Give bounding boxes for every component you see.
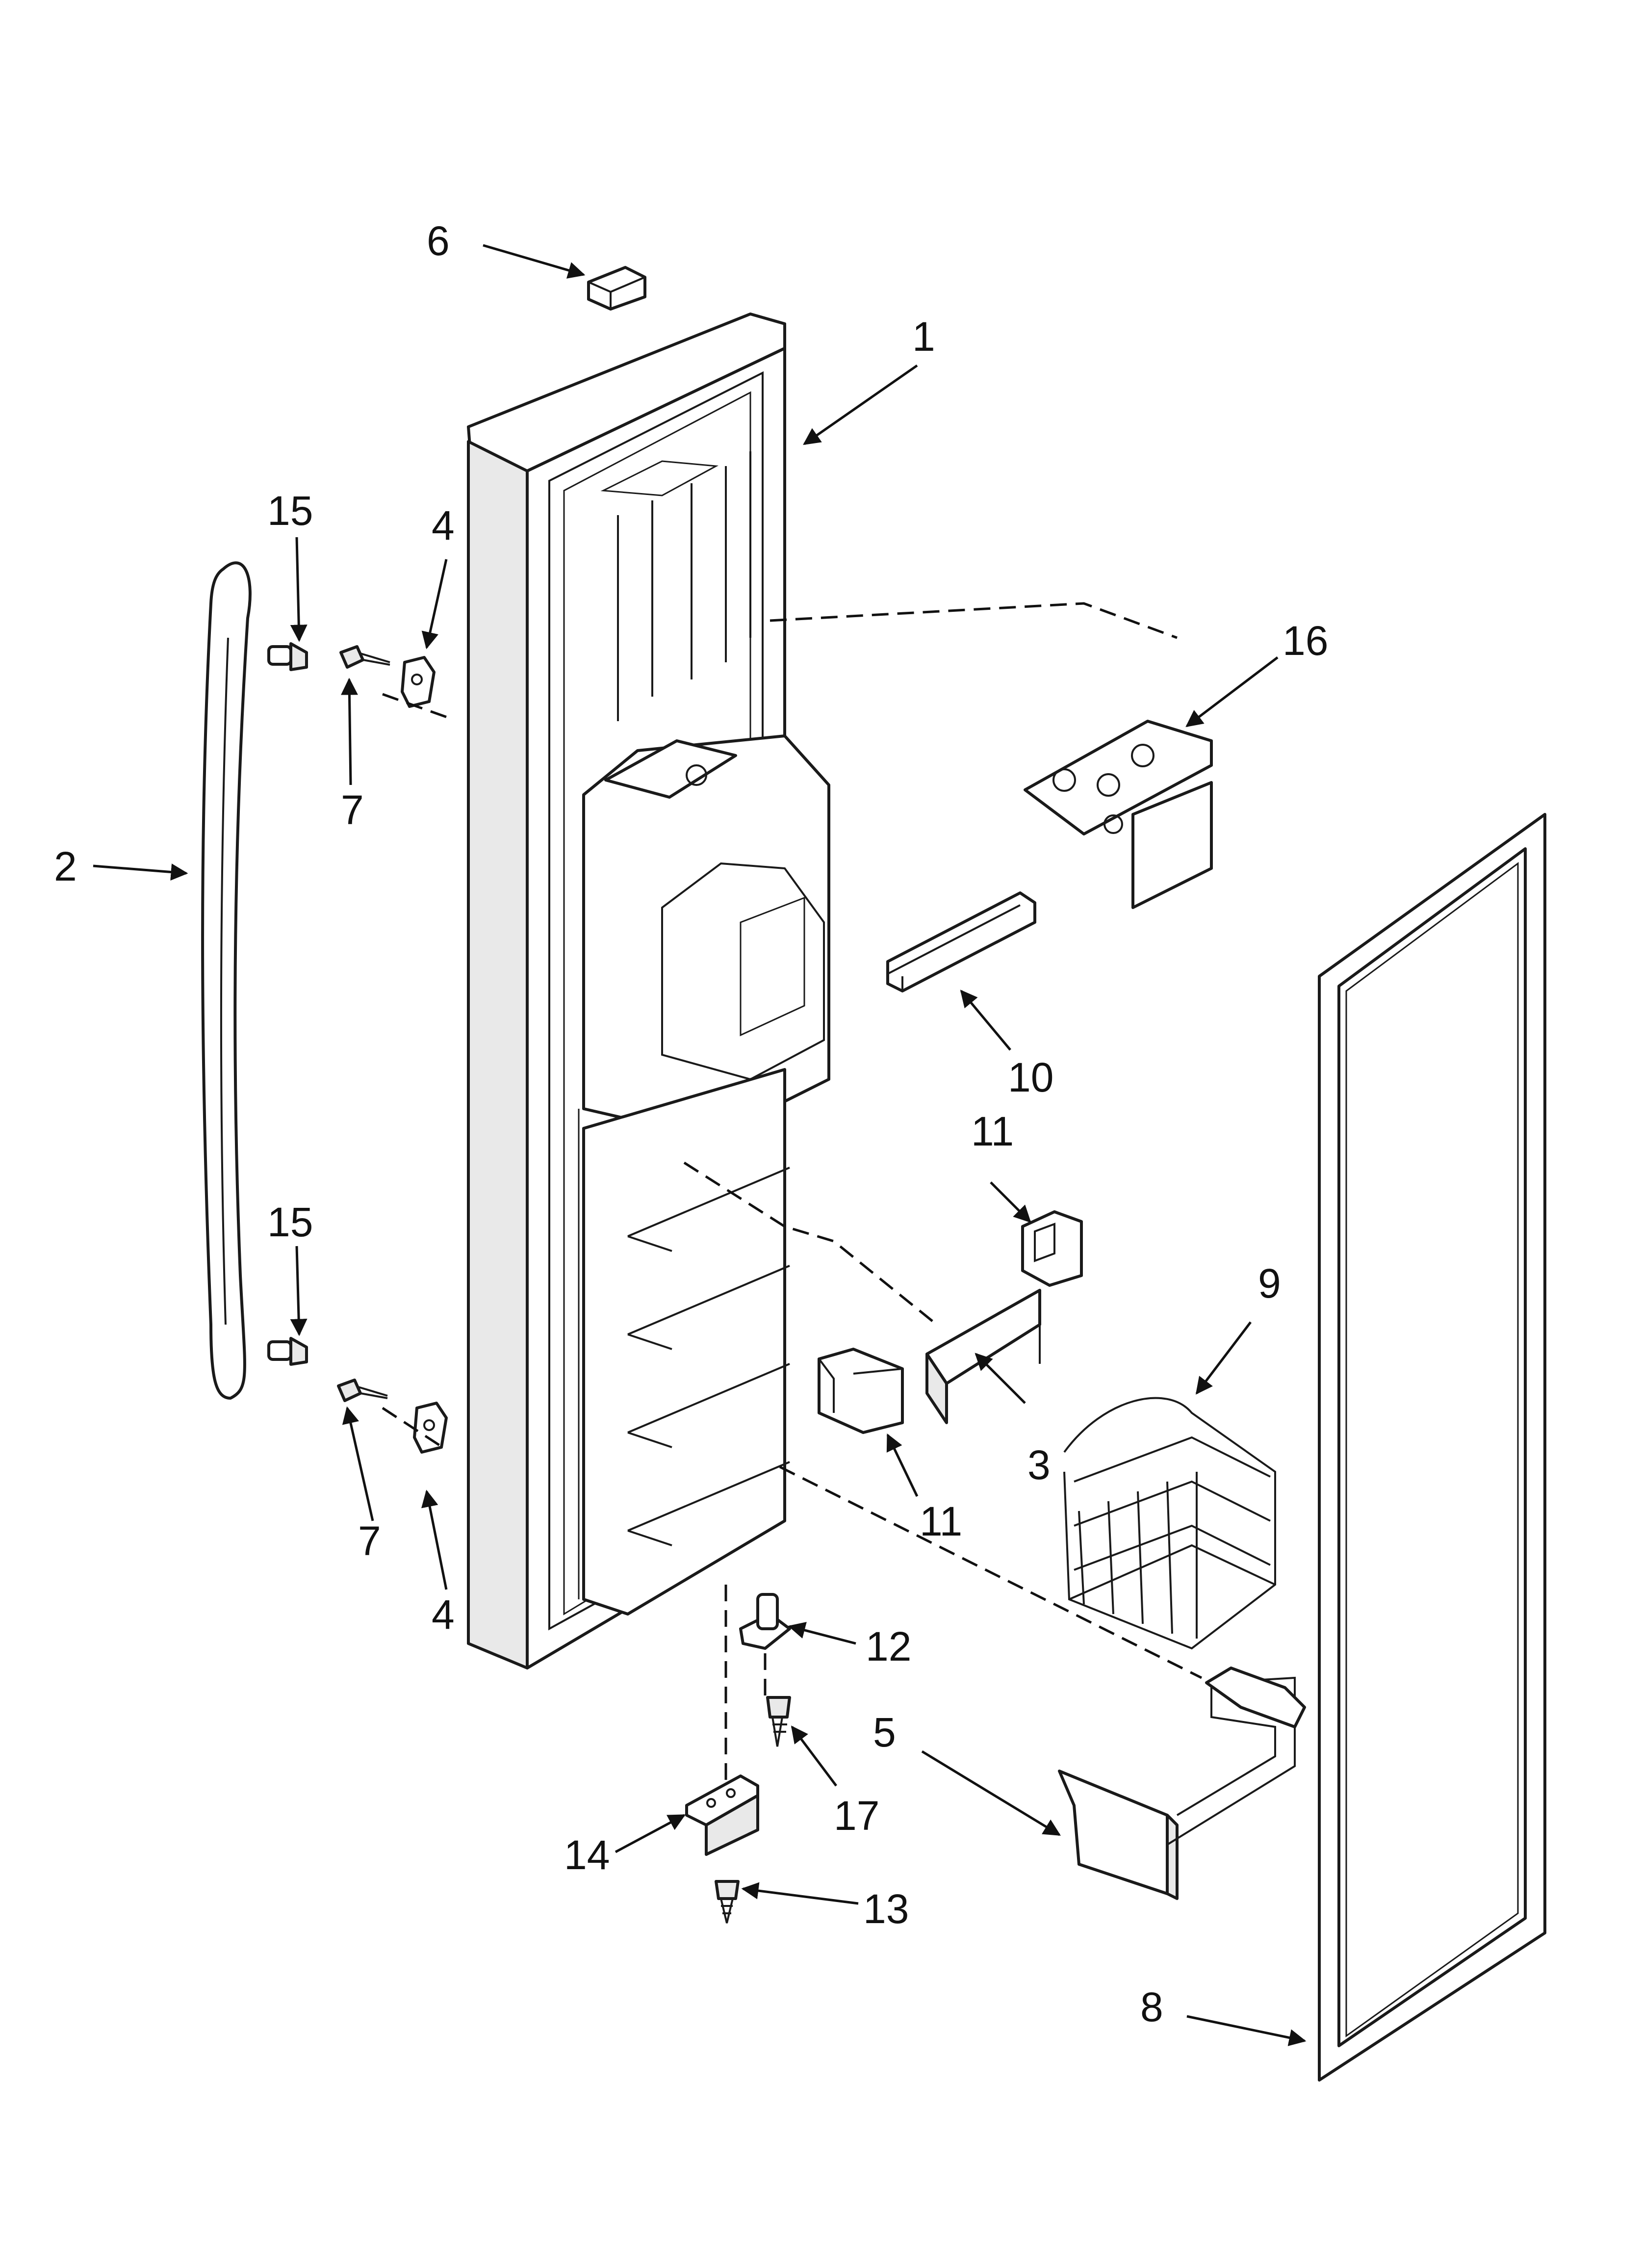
callout-5: 5 xyxy=(873,1709,896,1755)
hinge-bracket-part xyxy=(685,1774,759,1856)
callout-1: 1 xyxy=(912,313,935,360)
bottom-bin-part xyxy=(1058,1667,1306,1900)
callout-2: 2 xyxy=(54,843,77,889)
callout-16: 16 xyxy=(1283,618,1328,664)
callout-13: 13 xyxy=(863,1886,909,1932)
mounting-screw-lower-part xyxy=(337,1379,388,1402)
handle-clip-lower-part xyxy=(413,1402,448,1454)
callout-11-right: 11 xyxy=(971,1108,1014,1154)
handle-clip-upper-part xyxy=(401,656,436,708)
callout-7-upper: 7 xyxy=(341,787,364,833)
callout-12: 12 xyxy=(866,1623,911,1669)
handle-screw-upper-part xyxy=(267,642,308,671)
callout-4-lower: 4 xyxy=(432,1591,455,1638)
door-handle-part xyxy=(201,561,252,1400)
callout-11-left: 11 xyxy=(920,1498,962,1544)
mounting-screw-upper-part xyxy=(339,645,390,669)
callout-7-lower: 7 xyxy=(358,1518,381,1564)
shelf-clip-left-part xyxy=(818,1348,904,1434)
hinge-pin-part xyxy=(739,1593,791,1650)
callout-labels: 1 2 3 4 4 5 6 7 7 8 9 10 11 11 12 13 14 … xyxy=(54,218,1328,2030)
callout-14: 14 xyxy=(564,1832,610,1878)
callout-8: 8 xyxy=(1140,1984,1163,2030)
callout-17: 17 xyxy=(834,1793,879,1839)
wire-basket-part xyxy=(1063,1397,1276,1650)
callout-15-lower: 15 xyxy=(267,1199,313,1245)
hinge-cover-part xyxy=(587,266,646,311)
freezer-door-part xyxy=(467,313,830,1669)
shelf-clip-right-part xyxy=(1021,1210,1083,1287)
leader-lines xyxy=(93,244,1307,2046)
callout-10: 10 xyxy=(1008,1054,1053,1100)
hinge-screw-part xyxy=(766,1696,791,1747)
handle-screw-lower-part xyxy=(267,1337,308,1366)
assembly-lines xyxy=(382,602,1203,1786)
callout-9: 9 xyxy=(1258,1260,1281,1306)
bracket-screw-part xyxy=(715,1880,740,1924)
callout-6: 6 xyxy=(427,218,450,264)
channel-strip-part xyxy=(886,891,1036,992)
shelf-trim-part xyxy=(925,1289,1041,1424)
callout-3: 3 xyxy=(1027,1442,1051,1488)
door-gasket-part xyxy=(1318,813,1546,2082)
bracket-plate-part xyxy=(1024,720,1213,909)
callout-4-upper: 4 xyxy=(432,502,455,548)
callout-15-upper: 15 xyxy=(267,488,313,534)
